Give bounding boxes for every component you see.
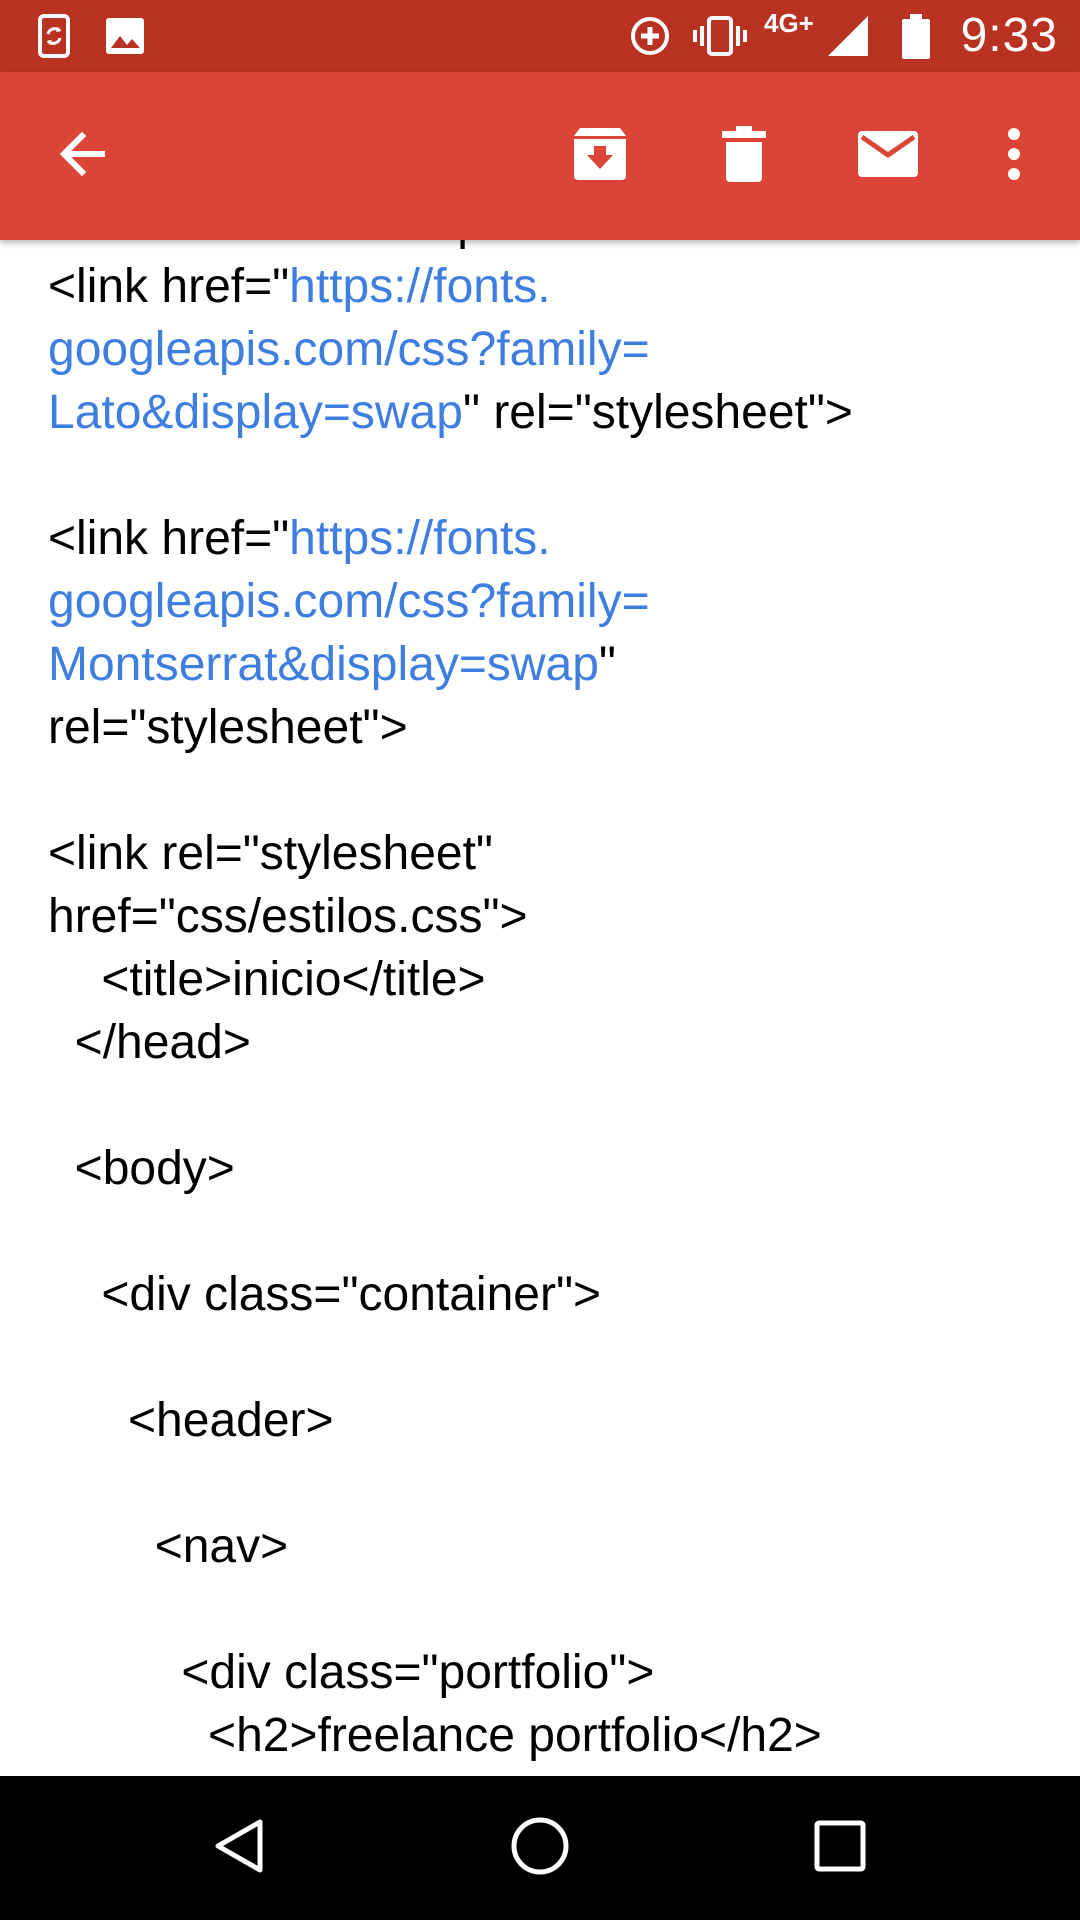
line-text: " rel="stylesheet"> [462,386,853,439]
line-text: <meta name="viewport" content="width=dev… [48,240,1080,250]
email-body-text: <meta name="viewport" content="width=dev… [48,240,1080,1776]
hyperlink[interactable]: googleapis.com/css?family= [48,575,650,628]
line-text: <div class="pref-t"> [48,1772,622,1776]
email-body-line: <meta name="viewport" content="width=dev… [48,240,1080,255]
back-button[interactable] [40,114,124,198]
line-text: </head> [48,1016,251,1069]
email-body-line: href="css/estilos.css"> [48,885,1048,948]
email-body-line: rel="stylesheet"> [48,696,1048,759]
email-body-line: <nav> [48,1515,1048,1578]
delete-button[interactable] [702,114,786,198]
data-saver-icon [628,14,672,58]
email-body-line [48,759,1048,822]
line-text: <div class="container"> [48,1268,602,1321]
nav-recents-button[interactable] [790,1798,890,1898]
image-notification-icon [104,14,146,58]
hyperlink[interactable]: https://fonts. [289,260,551,313]
archive-icon [570,124,630,189]
email-body-line [48,1200,1048,1263]
line-text: href="css/estilos.css"> [48,890,528,943]
email-body-line: <title>inicio</title> [48,948,1048,1011]
delete-icon [718,124,770,189]
email-body-line: googleapis.com/css?family= [48,570,1048,633]
recents-square-icon [812,1818,868,1879]
nav-back-button[interactable] [190,1798,290,1898]
email-body-line [48,1326,1048,1389]
network-type-label: 4G+ [764,8,814,38]
email-body-line: <header> [48,1389,1048,1452]
email-body-line: <link rel="stylesheet" [48,822,1048,885]
email-body-line: <body> [48,1137,1048,1200]
home-circle-icon [509,1815,571,1882]
line-text: <div class="portfolio"> [48,1646,655,1699]
line-text: <link href=" [48,512,290,565]
email-body-line: <link href="https://fonts. [48,255,1048,318]
hyperlink[interactable]: Lato&display=swap [48,386,463,439]
screen-rotate-icon [36,14,76,58]
nav-home-button[interactable] [490,1798,590,1898]
status-clock: 9:33 [960,9,1058,62]
signal-icon [826,14,870,58]
back-triangle-icon [210,1816,270,1881]
email-body-line [48,444,1048,507]
email-body-line: <div class="pref-t"> [48,1767,1048,1776]
email-body-line [48,1578,1048,1641]
status-bar: 4G+ 9:33 [0,0,1080,72]
back-arrow-icon [54,126,110,187]
line-text: " [598,638,616,691]
hyperlink[interactable]: googleapis.com/css?family= [48,323,650,376]
email-body-line: googleapis.com/css?family= [48,318,1048,381]
hyperlink[interactable]: Montserrat&display=swap [48,638,599,691]
email-body-line: <link href="https://fonts. [48,507,1048,570]
line-text: <link rel="stylesheet" [48,827,493,880]
email-body-line [48,1452,1048,1515]
line-text: <nav> [48,1520,289,1573]
archive-button[interactable] [558,114,642,198]
email-body-line: Lato&display=swap" rel="stylesheet"> [48,381,1048,444]
email-toolbar [0,72,1080,240]
more-options-icon [1006,127,1022,185]
system-navigation-bar [0,1776,1080,1920]
line-text: <link href=" [48,260,290,313]
hyperlink[interactable]: https://fonts. [289,512,551,565]
battery-icon [900,14,932,59]
email-body-line: <div class="portfolio"> [48,1641,1048,1704]
line-text: <h2>freelance portfolio</h2> [48,1709,822,1762]
email-body-line: <h2>freelance portfolio</h2> [48,1704,1048,1767]
email-body-line: </head> [48,1011,1048,1074]
email-body-line: Montserrat&display=swap" [48,633,1048,696]
line-text: <title>inicio</title> [48,953,486,1006]
line-text: rel="stylesheet"> [48,701,408,754]
email-body-line [48,1074,1048,1137]
line-text: <header> [48,1394,334,1447]
mark-unread-icon [856,129,920,184]
email-body[interactable]: <meta name="viewport" content="width=dev… [0,240,1080,1776]
vibrate-icon [692,14,748,58]
line-text: <body> [48,1142,235,1195]
more-options-button[interactable] [972,114,1056,198]
email-body-line: <div class="container"> [48,1263,1048,1326]
mark-unread-button[interactable] [846,114,930,198]
